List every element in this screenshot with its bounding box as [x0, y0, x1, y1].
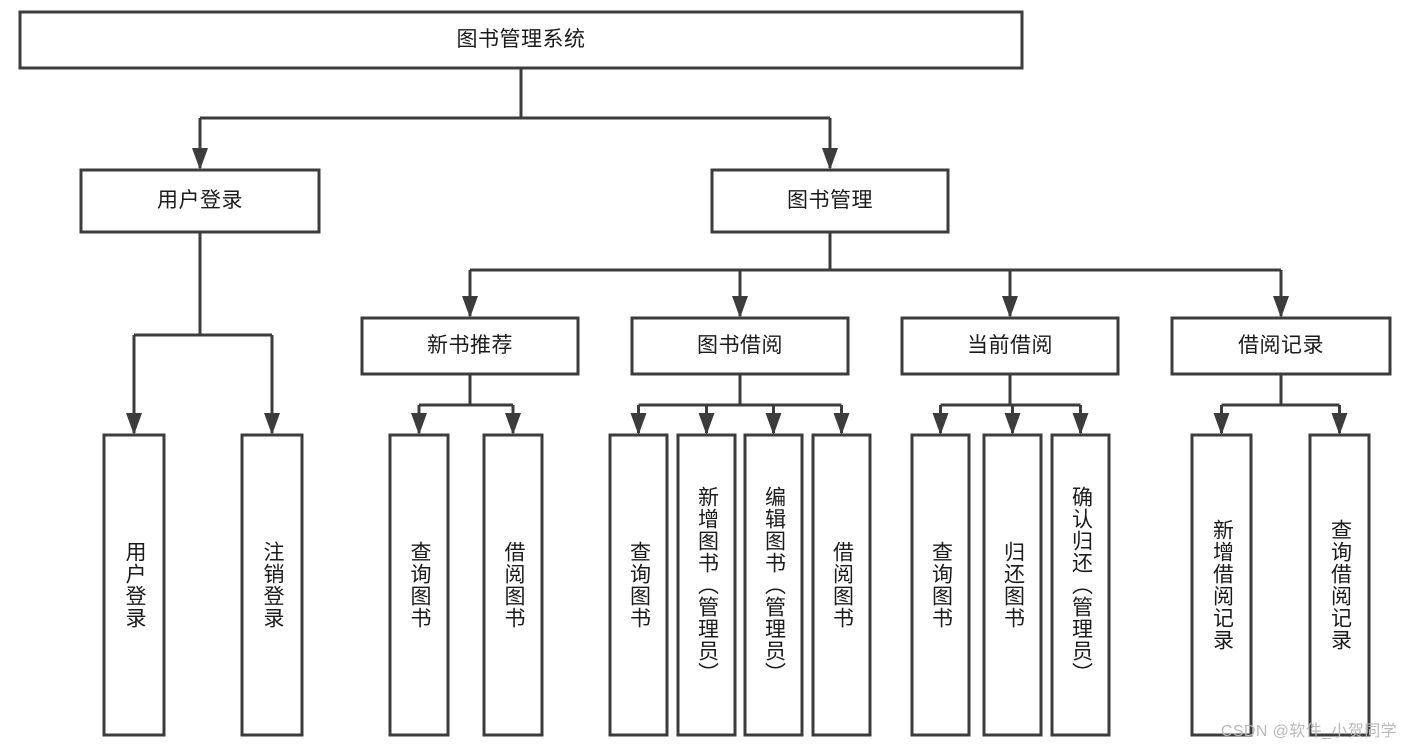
node-leaf-confirm-return-label: 确认归还（管理员）: [1069, 486, 1093, 684]
arrow-head-icon: [932, 413, 949, 435]
node-leaf-query-book-3-label: 查询图书: [929, 541, 953, 629]
node-book-management-label: 图书管理: [787, 188, 873, 212]
node-leaf-add-book-label: 新增图书（管理员）: [695, 486, 719, 684]
node-leaf-query-book-2-label: 查询图书: [627, 541, 651, 629]
node-current-borrow[interactable]: [900, 316, 1120, 376]
node-new-book-recommend-label: 新书推荐: [427, 333, 513, 357]
node-leaf-user-login-label: 用户登录: [123, 541, 146, 629]
arrow-head-icon: [126, 413, 142, 435]
node-root-system-label: 图书管理系统: [456, 27, 586, 51]
connector-layer: [126, 68, 1348, 435]
node-leaf-query-book-2[interactable]: [608, 433, 669, 737]
arrow-head-icon: [1002, 296, 1018, 318]
node-leaf-add-record[interactable]: [1190, 433, 1253, 737]
arrow-head-icon: [833, 413, 850, 435]
arrow-head-icon: [698, 413, 715, 435]
node-user-login-label: 用户登录: [157, 188, 243, 212]
node-leaf-borrow-book-1-label: 借阅图书: [502, 541, 525, 629]
node-book-borrow-label: 图书借阅: [697, 333, 783, 357]
arrow-head-icon: [1331, 413, 1348, 435]
arrow-head-icon: [732, 296, 748, 318]
node-leaf-query-book-3[interactable]: [910, 433, 971, 737]
arrow-head-icon: [505, 413, 521, 435]
node-leaf-query-record[interactable]: [1308, 433, 1371, 737]
node-leaf-return-book-label: 归还图书: [1001, 541, 1025, 629]
arrow-head-icon: [192, 148, 208, 170]
arrow-head-icon: [411, 413, 427, 435]
node-leaf-borrow-book-2-label: 借阅图书: [830, 541, 854, 629]
node-borrow-record[interactable]: [1170, 316, 1392, 376]
node-leaf-query-book-1-label: 查询图书: [408, 541, 431, 629]
node-new-book-recommend[interactable]: [360, 316, 580, 376]
node-borrow-record-label: 借阅记录: [1238, 333, 1324, 357]
arrow-head-icon: [1072, 413, 1089, 435]
node-user-login[interactable]: [79, 168, 321, 234]
arrow-head-icon: [765, 413, 782, 435]
node-leaf-edit-book[interactable]: [743, 433, 804, 737]
node-leaf-confirm-return[interactable]: [1050, 433, 1111, 737]
arrow-head-icon: [1273, 296, 1289, 318]
arrow-head-icon: [462, 296, 478, 318]
node-leaf-user-logout-label: 注销登录: [261, 541, 284, 629]
arrow-head-icon: [264, 413, 280, 435]
node-leaf-add-record-label: 新增借阅记录: [1210, 519, 1234, 651]
node-root-system[interactable]: [18, 10, 1024, 70]
node-leaf-add-book[interactable]: [676, 433, 737, 737]
node-leaf-user-logout[interactable]: [240, 433, 304, 737]
node-leaf-query-record-label: 查询借阅记录: [1328, 519, 1352, 651]
node-leaf-query-book-1[interactable]: [388, 433, 450, 737]
node-leaf-user-login[interactable]: [102, 433, 166, 737]
arrow-head-icon: [1213, 413, 1230, 435]
node-book-management[interactable]: [710, 168, 950, 234]
arrow-head-icon: [822, 148, 838, 170]
node-leaf-edit-book-label: 编辑图书（管理员）: [762, 486, 786, 684]
node-current-borrow-label: 当前借阅: [967, 333, 1053, 357]
box-layer: [18, 10, 1392, 737]
node-leaf-borrow-book-1[interactable]: [482, 433, 544, 737]
arrow-head-icon: [1004, 413, 1021, 435]
arrow-head-icon: [630, 413, 647, 435]
node-leaf-borrow-book-2[interactable]: [811, 433, 872, 737]
node-book-borrow[interactable]: [630, 316, 850, 376]
node-leaf-return-book[interactable]: [982, 433, 1043, 737]
